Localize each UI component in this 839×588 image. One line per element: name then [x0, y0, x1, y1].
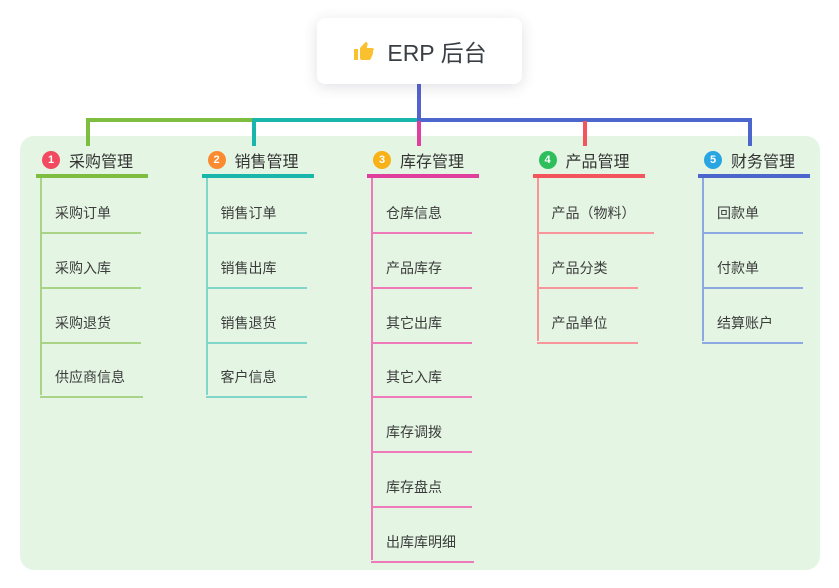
branch-number-badge: 5	[704, 151, 722, 169]
child-node[interactable]: 产品单位	[536, 313, 638, 344]
child-node[interactable]: 客户信息	[205, 367, 307, 399]
branch-underline-1	[36, 174, 148, 178]
branch-drop-connector-1	[86, 121, 90, 146]
children-vline-5	[702, 178, 704, 341]
child-node[interactable]: 其它入库	[371, 367, 472, 399]
child-node[interactable]: 产品（物料）	[536, 203, 654, 234]
child-node-label: 库存调拨	[371, 422, 472, 454]
children-vline-2	[205, 178, 208, 396]
child-node-label: 其它入库	[371, 367, 472, 399]
branch-label: 销售管理	[234, 154, 299, 171]
child-node-label: 产品单位	[536, 313, 638, 344]
child-node-label: 仓库信息	[371, 203, 472, 234]
child-node[interactable]: 销售订单	[205, 203, 307, 234]
child-node-label: 回款单	[702, 203, 803, 234]
child-node[interactable]: 销售出库	[205, 258, 307, 289]
child-node[interactable]: 采购入库	[40, 258, 141, 289]
branch-drop-connector-3	[417, 121, 421, 146]
branches-panel	[20, 136, 820, 570]
child-node[interactable]: 产品库存	[371, 258, 472, 289]
root-node[interactable]: ERP 后台	[317, 18, 522, 84]
branch-node-3[interactable]: 3 库存管理	[373, 148, 464, 172]
root-connector-stem	[417, 84, 421, 119]
branch-label: 产品管理	[565, 154, 630, 171]
child-node-label: 其它出库	[371, 313, 472, 344]
branch-number-badge: 4	[538, 151, 557, 169]
branch-label: 采购管理	[69, 154, 134, 171]
children-vline-4	[536, 178, 539, 341]
child-node[interactable]: 付款单	[702, 258, 803, 289]
child-node-label: 产品库存	[371, 258, 472, 289]
child-node-label: 付款单	[702, 258, 803, 289]
child-node[interactable]: 供应商信息	[40, 367, 143, 399]
children-vline-1	[40, 178, 42, 396]
child-node[interactable]: 库存调拨	[371, 422, 472, 454]
child-node-label: 供应商信息	[40, 367, 143, 399]
child-node[interactable]: 出库库明细	[371, 532, 474, 563]
branch-underline-4	[532, 174, 645, 178]
child-node[interactable]: 销售退货	[205, 313, 307, 344]
child-node[interactable]: 采购退货	[40, 313, 141, 344]
child-node[interactable]: 产品分类	[536, 258, 638, 289]
child-node[interactable]: 库存盘点	[371, 477, 472, 508]
branch-node-5[interactable]: 5 财务管理	[704, 148, 795, 172]
child-node[interactable]: 结算账户	[702, 313, 803, 344]
child-node[interactable]: 其它出库	[371, 313, 472, 344]
branch-underline-2	[201, 174, 314, 178]
child-node[interactable]: 采购订单	[40, 203, 141, 234]
branch-label: 库存管理	[400, 154, 465, 171]
child-node-label: 销售出库	[205, 258, 307, 289]
branch-underline-5	[698, 174, 810, 178]
branch-node-1[interactable]: 1 采购管理	[42, 148, 133, 172]
child-node-label: 客户信息	[205, 367, 307, 399]
child-node[interactable]: 回款单	[702, 203, 803, 234]
branch-drop-connector-5	[748, 121, 752, 146]
connector-segment-3	[417, 118, 752, 122]
child-node-label: 结算账户	[702, 313, 803, 344]
child-node-label: 产品（物料）	[536, 203, 654, 234]
child-node-label: 库存盘点	[371, 477, 472, 508]
connector-segment-2	[251, 118, 417, 122]
branch-label: 财务管理	[731, 154, 796, 171]
child-node-label: 采购入库	[40, 258, 141, 289]
branch-node-4[interactable]: 4 产品管理	[538, 148, 630, 172]
branch-drop-connector-4	[582, 121, 587, 146]
child-node-label: 销售退货	[205, 313, 307, 344]
branch-number-badge: 3	[373, 151, 391, 169]
branch-number-badge: 2	[207, 151, 226, 169]
child-node[interactable]: 仓库信息	[371, 203, 472, 234]
branch-node-2[interactable]: 2 销售管理	[207, 148, 299, 172]
child-node-label: 销售订单	[205, 203, 307, 234]
children-vline-3	[371, 178, 373, 560]
child-node-label: 产品分类	[536, 258, 638, 289]
branch-number-badge: 1	[42, 151, 60, 169]
child-node-label: 采购订单	[40, 203, 141, 234]
child-node-label: 出库库明细	[371, 532, 474, 563]
branch-drop-connector-2	[251, 121, 256, 146]
connector-segment-1	[86, 118, 254, 122]
thumbs-up-icon	[352, 39, 376, 63]
child-node-label: 采购退货	[40, 313, 141, 344]
root-label: ERP 后台	[387, 40, 487, 66]
branch-underline-3	[367, 174, 479, 178]
